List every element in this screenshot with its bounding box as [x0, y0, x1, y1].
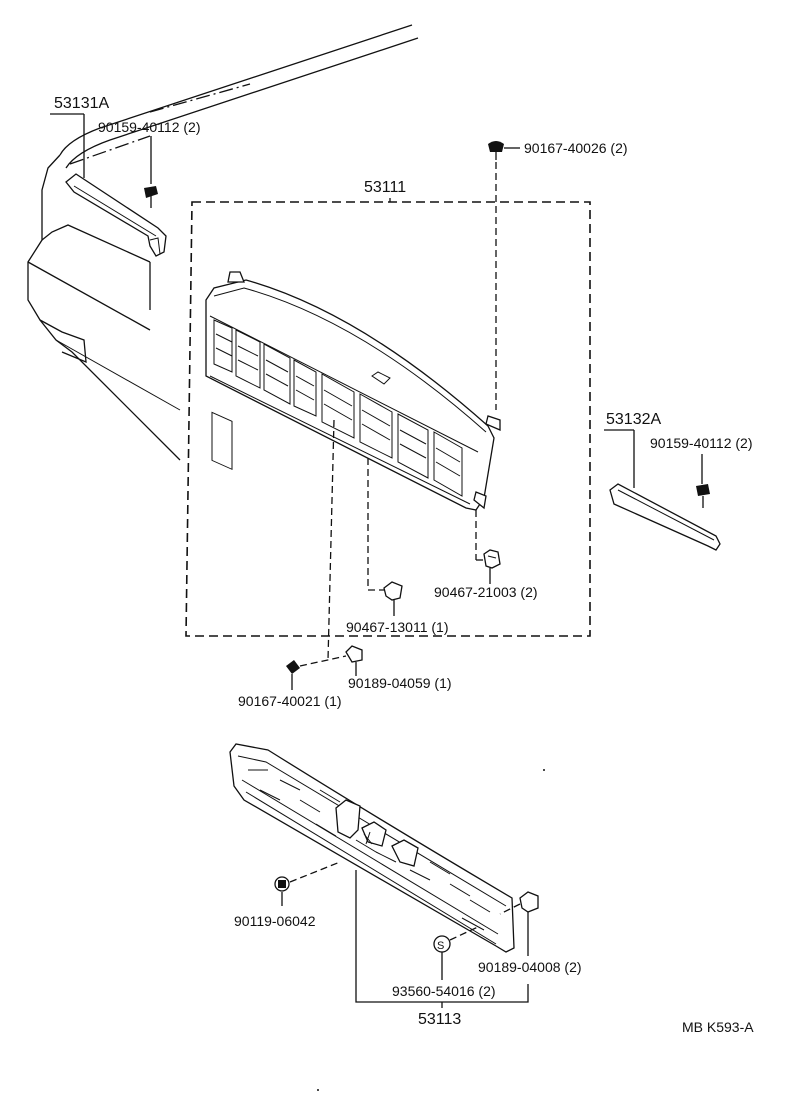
dash-center-down: [327, 419, 335, 661]
centerline-left-bracket: [69, 135, 151, 165]
nut-90189-04008: [519, 891, 539, 913]
left-bracket-53131A: [65, 173, 167, 257]
screw-90167-top: [488, 141, 504, 160]
label-90467-13011: 90467-13011 (1): [346, 619, 448, 635]
label-90159-right: 90159-40112 (2): [650, 435, 752, 451]
label-90167-40021: 90167-40021 (1): [238, 693, 342, 709]
label-90159-left: 90159-40112 (2): [98, 119, 200, 135]
label-53111: 53111: [364, 179, 406, 196]
label-53131A: 53131A: [54, 95, 109, 112]
centerline-body: [149, 83, 251, 113]
label-90119-06042: 90119-06042: [234, 913, 316, 929]
nut-90189-04059: [345, 645, 363, 663]
label-93560-54016: 93560-54016 (2): [392, 983, 496, 999]
diagram-code: MB K593-A: [682, 1019, 754, 1035]
clip-90467-13011: [383, 581, 403, 601]
screw-90159-left: [144, 186, 158, 208]
label-90189-04008: 90189-04008 (2): [478, 959, 582, 975]
emblem-s-letter: S: [437, 940, 444, 952]
screw-90159-right: [696, 484, 710, 508]
radiator-grille-53113: [229, 743, 515, 953]
grille-53111: [205, 271, 501, 511]
dash-emblem-s: [449, 925, 481, 941]
right-bracket-53132A: [609, 483, 721, 551]
label-53132A: 53132A: [606, 411, 661, 428]
nut-90467-21003: [483, 549, 501, 569]
label-90167-top: 90167-40026 (2): [524, 140, 628, 156]
dash-90189-04008: [499, 903, 521, 915]
screw-90119-06042: [274, 876, 290, 892]
speck: [543, 769, 545, 771]
screw-90167-40021: [286, 660, 300, 674]
dash-90119-06042: [289, 861, 341, 883]
assembly-box: [185, 201, 591, 637]
speck: [317, 1089, 319, 1091]
dash-90189-04059: [299, 655, 347, 667]
label-90467-21003: 90467-21003 (2): [434, 584, 538, 600]
label-53113: 53113: [418, 1011, 461, 1028]
vehicle-body-outline: [27, 24, 419, 461]
label-90189-04059: 90189-04059 (1): [348, 675, 452, 691]
